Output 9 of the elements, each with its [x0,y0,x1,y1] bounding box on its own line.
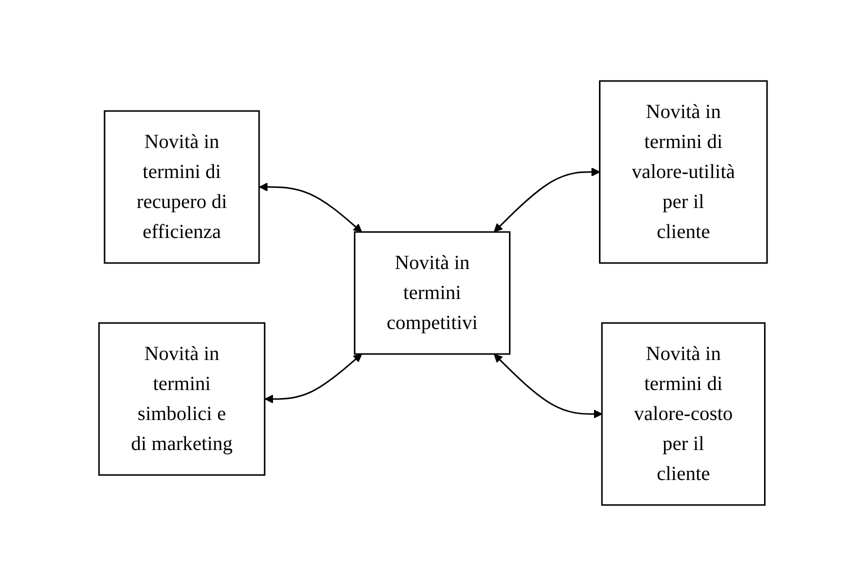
node-box: Novità in termini competitivi [354,231,511,355]
arrow [260,182,363,232]
arrow [494,168,601,232]
node-box: Novità in termini di recupero di efficienza [104,110,260,264]
arrow [265,354,363,404]
node-box: Novità in termini di valore-utilità per il cliente [599,80,768,264]
node-box: Novità in termini di valore-costo per il cliente [602,322,766,506]
arrow [494,354,603,418]
node-box: Novità in termini simbolici e di marketing [98,322,266,476]
